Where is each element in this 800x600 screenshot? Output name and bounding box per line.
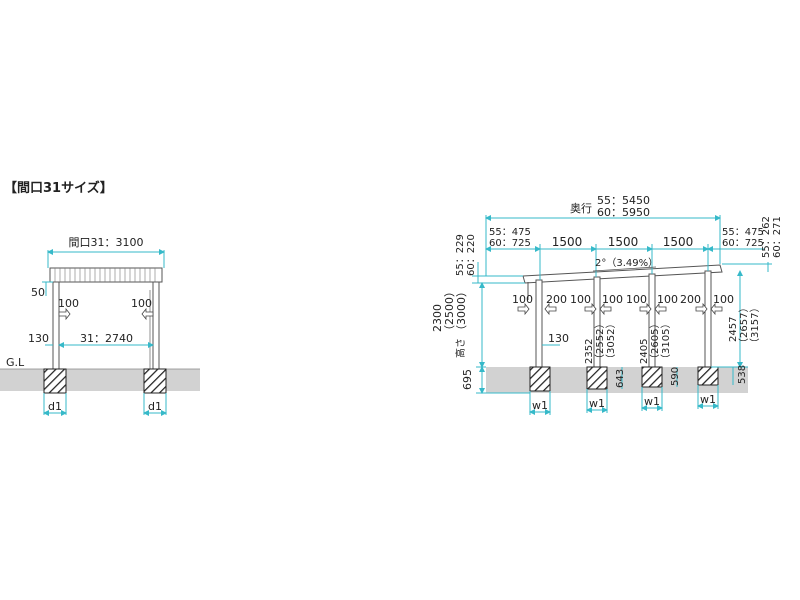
overhang-right-60: 60：725	[722, 238, 764, 249]
depth-label: 奥行	[570, 201, 592, 215]
foundation-depth-2: 643	[615, 369, 626, 388]
side-post-1	[535, 279, 543, 368]
side-foundation-4	[697, 366, 719, 386]
overhang-right-55: 55：475	[722, 227, 764, 238]
offset-arrow-3-icon	[584, 302, 597, 316]
foundation-width-2: w1	[589, 397, 605, 410]
front-view: G.L 間口31：3100 50	[0, 236, 200, 416]
side-foundation-3	[641, 366, 663, 388]
post3-height-1: 2405	[639, 339, 650, 364]
beam-height-label: 50	[31, 286, 45, 299]
post-offset-5: 100	[626, 293, 647, 306]
post-offset-8: 100	[713, 293, 734, 306]
offset-arrow-2-icon	[544, 302, 557, 316]
front-ground	[0, 369, 200, 391]
height-value-3: （3000）	[455, 286, 468, 336]
section-title: 【間口31サイズ】	[4, 180, 113, 196]
overhang-left-55: 55：475	[489, 227, 531, 238]
post4-height-2: （2657）	[738, 303, 750, 348]
front-post-right	[152, 281, 160, 370]
foundation-depth-left: 695	[461, 369, 474, 390]
post-offset-4: 100	[602, 293, 623, 306]
post-height-label: 130	[28, 332, 49, 345]
side-view: 奥行 55：5450 60：5950 55：475 60：725 55：475 …	[431, 194, 783, 415]
side-roof	[522, 264, 723, 284]
foundation-width-3: w1	[644, 395, 660, 408]
overhang-left-60: 60：725	[489, 238, 531, 249]
foundation-right-label: d1	[148, 400, 162, 413]
side-post-4	[704, 270, 712, 368]
offset-arrow-8-icon	[710, 302, 723, 316]
foundation-width-1: w1	[532, 399, 548, 412]
roof-thickness-left-60: 60：220	[466, 234, 477, 276]
side-foundation-2	[586, 366, 608, 390]
roof-thickness-right-55: 55：262	[761, 216, 772, 258]
slope-label: 2°（3.49%）	[595, 257, 658, 269]
offset-arrow-left-icon	[58, 307, 71, 321]
height-label: 高さ	[454, 338, 467, 358]
front-post-left	[52, 281, 60, 370]
offset-arrow-7-icon	[695, 302, 708, 316]
front-roof-beam	[49, 267, 163, 283]
spacing-1: 1500	[552, 235, 583, 249]
offset-arrow-4-icon	[599, 302, 612, 316]
ground-label: G.L	[6, 356, 25, 369]
offset-arrow-right-icon	[141, 307, 154, 321]
spacing-2: 1500	[608, 235, 639, 249]
offset-arrow-6-icon	[654, 302, 667, 316]
foundation-left-label: d1	[48, 400, 62, 413]
offset-arrow-5-icon	[639, 302, 652, 316]
roof-thickness-left-55: 55：229	[455, 234, 466, 276]
post-offset-7: 200	[680, 293, 701, 306]
depth-55: 55：5450	[597, 194, 650, 207]
post-offset-3: 100	[570, 293, 591, 306]
post-offset-1: 100	[512, 293, 533, 306]
offset-arrow-1-icon	[517, 302, 530, 316]
post1-inner-label: 130	[548, 332, 569, 345]
height-value-2: （2500）	[443, 286, 456, 336]
post-offset-2: 200	[546, 293, 567, 306]
span-inner-label: 31：2740	[80, 332, 133, 345]
front-foundation-right	[143, 368, 167, 394]
front-foundation-left	[43, 368, 67, 394]
post2-height-1: 2352	[584, 339, 595, 364]
foundation-width-4: w1	[700, 393, 716, 406]
post2-height-2: （2552）	[594, 319, 606, 364]
depth-60: 60：5950	[597, 206, 650, 219]
foundation-depth-4: 538	[737, 365, 748, 384]
foundation-depth-3: 590	[670, 367, 681, 386]
post-offset-left: 100	[58, 297, 79, 310]
post3-height-2: （2605）	[649, 319, 661, 364]
height-value-1: 2300	[431, 304, 444, 332]
spacing-3: 1500	[663, 235, 694, 249]
post-offset-6: 100	[657, 293, 678, 306]
post-offset-right: 100	[131, 297, 152, 310]
side-foundation-1	[529, 366, 551, 392]
post3-height-3: （3105）	[660, 319, 672, 364]
roof-thickness-right-60: 60：271	[772, 216, 783, 258]
post2-height-3: （3052）	[605, 319, 617, 364]
span-total-label: 間口31：3100	[69, 236, 144, 249]
post4-height-3: （3157）	[749, 303, 761, 348]
post4-height-1: 2457	[728, 317, 739, 342]
